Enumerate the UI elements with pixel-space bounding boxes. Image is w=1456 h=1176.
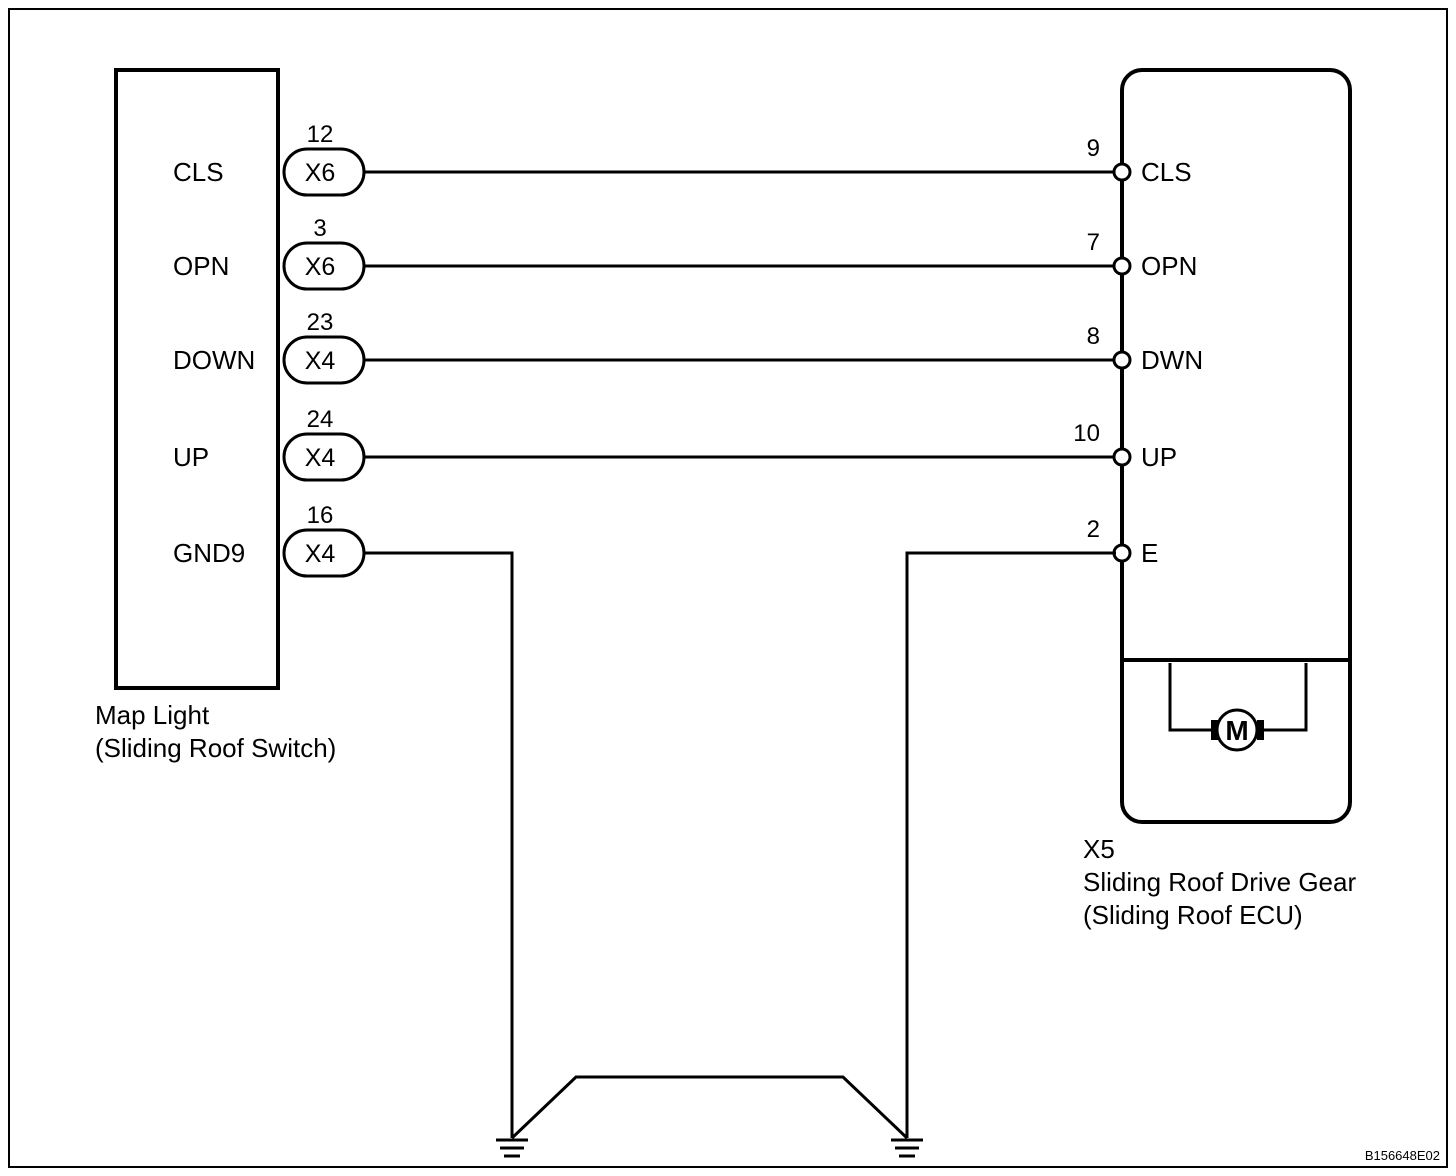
sliding-roof-switch-box <box>114 68 280 690</box>
connector-code: X4 <box>305 444 336 472</box>
ecu-pin-number: 8 <box>1087 323 1100 350</box>
connector-code: X4 <box>305 347 336 375</box>
ecu-terminal-icon <box>1112 350 1132 370</box>
ecu-terminal-icon <box>1112 447 1132 467</box>
ground-wiring <box>364 551 1116 1158</box>
connector-code: X6 <box>305 253 336 281</box>
ecu-terminal-icon <box>1112 543 1132 563</box>
ecu-pin-number: 9 <box>1087 135 1100 162</box>
motor-label: M <box>1225 715 1248 746</box>
ecu-connector-code: X5 <box>1083 834 1115 864</box>
ecu-pin-number: 7 <box>1087 229 1100 256</box>
switch-pin-number: 16 <box>307 502 334 529</box>
diagram-frame <box>8 8 1448 1168</box>
switch-terminal-label: OPN <box>173 251 229 281</box>
connector-code: X4 <box>305 540 336 568</box>
ecu-terminal-label: UP <box>1141 442 1177 472</box>
ecu-pin-number: 10 <box>1073 420 1100 447</box>
sliding-roof-ecu-box <box>1120 68 1352 824</box>
switch-pin-number: 23 <box>307 309 334 336</box>
switch-terminal-label: GND9 <box>173 538 245 568</box>
switch-pin-number: 24 <box>307 406 334 433</box>
ecu-name-line2: (Sliding Roof ECU) <box>1083 900 1303 930</box>
ecu-terminal-label: CLS <box>1141 157 1192 187</box>
figure-code: B156648E02 <box>1365 1148 1440 1163</box>
ecu-terminal-icon <box>1112 162 1132 182</box>
connector-code: X6 <box>305 159 336 187</box>
switch-terminal-label: DOWN <box>173 345 255 375</box>
motor-icon: M <box>1168 663 1308 752</box>
ecu-terminal-label: DWN <box>1141 345 1203 375</box>
body-ground-link <box>510 1075 909 1140</box>
ground-symbol-icon <box>891 1138 923 1158</box>
switch-pin-number: 12 <box>307 121 334 148</box>
ecu-terminal-label: E <box>1141 538 1158 568</box>
ground-symbol-icon <box>496 1138 528 1158</box>
ecu-name-line1: Sliding Roof Drive Gear <box>1083 867 1356 897</box>
switch-ground-wire <box>364 551 514 1138</box>
switch-terminal-label: CLS <box>173 157 224 187</box>
ecu-terminal-icon <box>1112 256 1132 276</box>
switch-terminal-label: UP <box>173 442 209 472</box>
ecu-ground-wire <box>905 551 1116 1138</box>
signal-rows: CLS12X69CLSOPN3X67OPNDOWN23X48DWNUP24X41… <box>173 121 1203 578</box>
switch-name-line2: (Sliding Roof Switch) <box>95 733 336 763</box>
ecu-pin-number: 2 <box>1087 516 1100 543</box>
ecu-terminal-label: OPN <box>1141 251 1197 281</box>
switch-pin-number: 3 <box>313 215 326 242</box>
switch-name-line1: Map Light <box>95 700 210 730</box>
